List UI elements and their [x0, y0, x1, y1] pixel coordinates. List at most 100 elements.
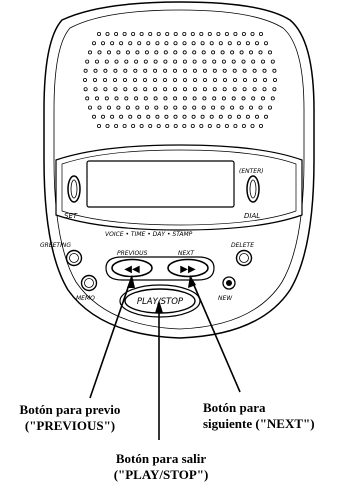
dial-button[interactable]	[246, 175, 260, 203]
speaker-hole	[173, 32, 178, 37]
set-button[interactable]	[67, 175, 81, 203]
speaker-hole	[144, 50, 149, 55]
speaker-hole	[95, 59, 100, 64]
speaker-hole	[192, 96, 197, 101]
speaker-hole	[199, 124, 204, 129]
speaker-hole	[201, 50, 206, 55]
speaker-hole	[133, 87, 138, 92]
speaker-hole	[222, 87, 227, 92]
speaker-hole	[232, 68, 237, 73]
speaker-hole	[139, 124, 144, 129]
speaker-hole	[258, 105, 263, 110]
speaker-hole	[88, 105, 93, 110]
speaker-hole	[125, 50, 130, 55]
speaker-hole	[123, 87, 128, 92]
speaker-hole	[119, 41, 124, 46]
speaker-hole	[95, 96, 100, 101]
speaker-hole	[260, 96, 265, 101]
speaker-hole	[114, 96, 119, 101]
speaker-hole	[163, 87, 168, 92]
speaker-hole	[230, 105, 235, 110]
speaker-hole	[211, 105, 216, 110]
speaker-hole	[163, 59, 168, 64]
speaker-hole	[252, 87, 257, 92]
speaker-hole	[113, 78, 118, 83]
speaker-hole	[262, 78, 267, 83]
speaker-hole	[241, 32, 246, 37]
speaker-hole	[258, 50, 263, 55]
speaker-hole	[128, 114, 133, 119]
speaker-hole	[230, 50, 235, 55]
speaker-hole	[114, 124, 119, 129]
speaker-hole	[173, 96, 178, 101]
speaker-hole	[156, 124, 161, 129]
speaker-hole	[191, 41, 196, 46]
callout-next-line1: Botón para	[203, 400, 266, 415]
speaker-hole	[220, 50, 225, 55]
speaker-hole	[202, 87, 207, 92]
speaker-hole	[93, 78, 98, 83]
speaker-hole	[190, 32, 195, 37]
speaker-hole	[97, 50, 102, 55]
delete-button[interactable]	[235, 249, 253, 267]
speaker-hole	[105, 124, 110, 129]
delete-button-inner	[239, 253, 249, 263]
callout-previous-line2: ("PREVIOUS")	[25, 418, 115, 433]
speaker-hole	[153, 87, 158, 92]
dial-button-inner	[249, 179, 257, 199]
speaker-hole	[173, 124, 178, 129]
speaker-hole	[190, 124, 195, 129]
speaker-hole	[132, 78, 137, 83]
speaker-hole	[172, 68, 177, 73]
speaker-hole	[122, 124, 127, 129]
speaker-hole	[173, 114, 178, 119]
speaker-hole	[134, 59, 139, 64]
speaker-hole	[104, 59, 109, 64]
greeting-label: GREETING	[40, 242, 71, 249]
speaker-hole	[139, 32, 144, 37]
speaker-hole	[248, 50, 253, 55]
speaker-hole	[258, 32, 263, 37]
speaker-hole	[252, 78, 257, 83]
speaker-hole	[92, 114, 97, 119]
memo-button[interactable]	[80, 274, 98, 292]
speaker-hole	[232, 78, 237, 83]
pointer-previous-arrowhead	[127, 275, 135, 288]
speaker-hole	[182, 96, 187, 101]
speaker-hole	[104, 96, 109, 101]
speaker-hole	[231, 59, 236, 64]
speaker-hole	[128, 41, 133, 46]
speaker-hole	[272, 68, 277, 73]
next-button[interactable]	[167, 258, 209, 278]
speaker-hole	[250, 124, 255, 129]
speaker-hole	[97, 105, 102, 110]
previous-label: PREVIOUS	[117, 250, 148, 257]
speaker-hole	[137, 41, 142, 46]
speaker-hole	[192, 87, 197, 92]
speaker-hole	[212, 96, 217, 101]
speaker-hole	[231, 96, 236, 101]
speaker-hole	[192, 50, 197, 55]
speaker-hole	[220, 105, 225, 110]
set-button-inner	[70, 179, 78, 199]
speaker-hole	[113, 87, 118, 92]
speaker-hole	[242, 68, 247, 73]
speaker-hole	[113, 68, 118, 73]
speaker-hole	[182, 41, 187, 46]
speaker-hole	[153, 59, 158, 64]
speaker-hole	[164, 114, 169, 119]
speaker-hole	[155, 41, 160, 46]
speaker-hole	[263, 41, 268, 46]
speaker-hole	[103, 87, 108, 92]
speaker-hole	[93, 68, 98, 73]
speaker-hole	[97, 32, 102, 37]
speaker-hole	[251, 59, 256, 64]
next-glyph: ▶▶	[180, 264, 196, 275]
speaker-hole	[216, 124, 221, 129]
speaker-hole	[182, 32, 187, 37]
speaker-hole	[211, 50, 216, 55]
speaker-hole	[224, 32, 229, 37]
speaker-hole	[88, 50, 93, 55]
greeting-button[interactable]	[65, 249, 83, 267]
